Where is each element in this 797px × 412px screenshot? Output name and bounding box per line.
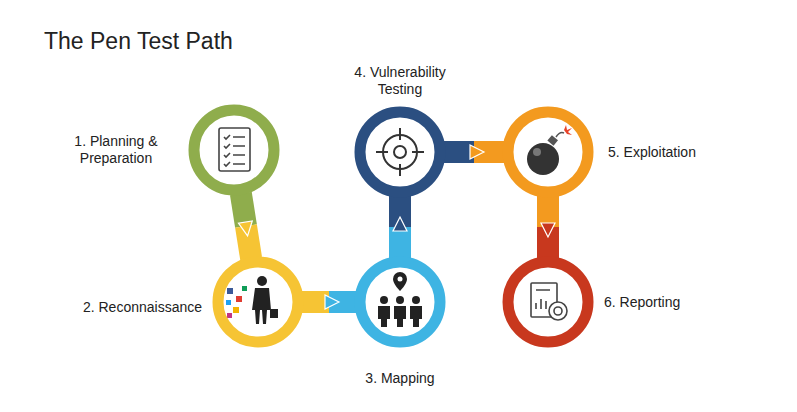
connector-band [389, 227, 411, 258]
businessman-icon [226, 276, 278, 324]
step-label: 5. Exploitation [608, 144, 696, 161]
connector-band [537, 196, 559, 227]
step-label: 6. Reporting [604, 294, 680, 311]
step-circle: 6. Reporting [502, 256, 594, 348]
arrow-head [325, 295, 339, 309]
ring-stroke [508, 112, 588, 192]
step-circle: 5. Exploitation [502, 106, 594, 198]
arrow-head [541, 223, 555, 237]
step-connector [444, 145, 504, 159]
ring-stroke [508, 262, 588, 342]
circle-ring [502, 256, 594, 348]
ring-stroke [360, 112, 440, 192]
arrow-head [393, 217, 407, 231]
target-icon [376, 128, 424, 176]
circle-ring [354, 106, 446, 198]
step-circle: 2. Reconnaissance [212, 256, 304, 348]
step-connector [541, 196, 555, 258]
step-circle: 4. Vulnerability Testing [354, 106, 446, 198]
circle-ring [354, 256, 446, 348]
step-label: 2. Reconnaissance [83, 299, 202, 316]
step-connector [238, 193, 252, 258]
step-connector [302, 295, 356, 309]
step-connector [393, 196, 407, 258]
circle-ring [188, 104, 280, 196]
circle-ring [212, 256, 304, 348]
step-label: 3. Mapping [365, 370, 434, 387]
step-label: 4. Vulnerability Testing [335, 64, 465, 98]
ring-stroke [218, 262, 298, 342]
step-circle: 3. Mapping [354, 256, 446, 348]
step-circle: 1. Planning & Preparation [188, 104, 280, 196]
circle-ring [502, 106, 594, 198]
step-label: 1. Planning & Preparation [56, 133, 176, 167]
ring-stroke [360, 262, 440, 342]
diagram-title: The Pen Test Path [44, 28, 233, 55]
mapping-people-icon [378, 272, 422, 327]
ring-stroke [194, 110, 274, 190]
report-icon [531, 283, 567, 320]
arrow-head [238, 221, 252, 236]
connector-band [241, 193, 246, 226]
arrow-head [470, 145, 484, 159]
bomb-icon [527, 125, 572, 175]
checklist-icon [219, 128, 250, 171]
